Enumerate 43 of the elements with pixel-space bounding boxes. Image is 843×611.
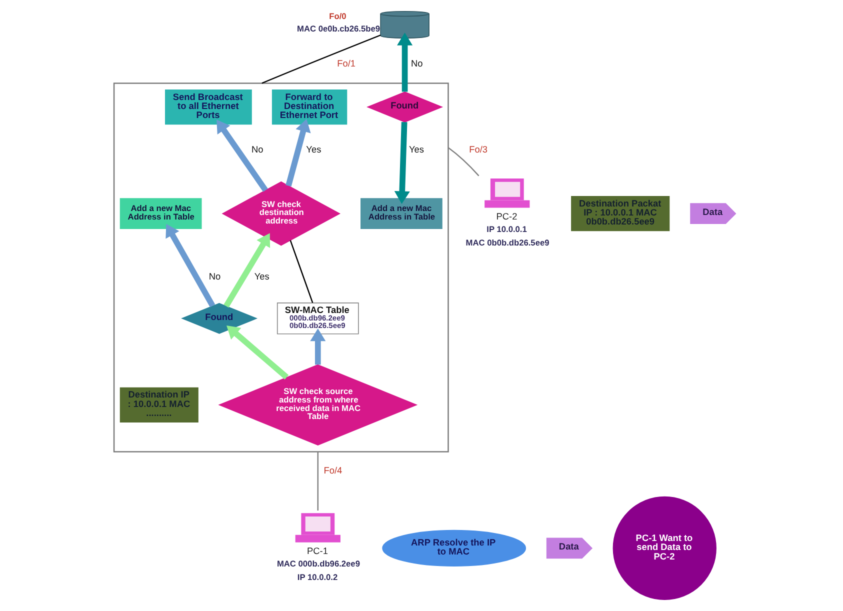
node-label: PC-1 — [307, 546, 328, 556]
node-label: IP 10.0.0.2 — [297, 572, 338, 582]
cluster — [113, 82, 449, 452]
node-circle: PC-1 Want to send Data to PC-2 — [612, 496, 716, 600]
node-box: SW-MAC Table 000b.db96.2ee9 0b0b.db26.5ee9 — [276, 302, 359, 334]
edge-label: No — [208, 271, 221, 282]
node-box: Destination Packat IP : 10.0.0.1 MAC 0b0b.db26.5ee9 — [571, 196, 670, 232]
node-box: Forward to Destination Ethernet Port — [272, 90, 348, 125]
node-label: MAC 000b.db96.2ee9 — [276, 558, 360, 569]
connector — [448, 147, 480, 176]
node-box: Send Broadcast to all Ethernet Ports — [165, 90, 252, 125]
node-box: Add a new Mac Address in Table — [120, 198, 202, 230]
node-box: Add a new Mac Address in Table — [360, 198, 442, 230]
arrow — [226, 325, 289, 380]
node-label: MAC 0e0b.cb26.5be9 — [297, 23, 380, 34]
arrow — [166, 224, 216, 308]
node-label: PC-2 — [496, 211, 518, 222]
edge-label: No — [251, 144, 264, 154]
node-diamond: SW check destination address — [222, 181, 340, 246]
node-label: IP 10.0.0.1 — [486, 224, 527, 234]
connector — [262, 34, 381, 84]
node-diamond: Found — [366, 92, 444, 123]
arrow — [286, 118, 311, 186]
edge-label: No — [411, 58, 423, 68]
arrow — [224, 233, 270, 308]
node-label: MAC 0b0b.db26.5ee9 — [466, 237, 550, 248]
edge-label: Fo/1 — [337, 58, 356, 68]
connector — [317, 452, 319, 511]
edge-label: Yes — [254, 271, 270, 282]
connector — [290, 240, 314, 304]
edge-label: Fo/4 — [324, 465, 342, 476]
arrow — [216, 120, 268, 192]
edge-label: Yes — [408, 144, 424, 154]
edge-label: Fo/3 — [469, 144, 488, 154]
node-box: Destination IP : 10.0.0.1 MAC .......... — [120, 387, 198, 422]
edge-label: Yes — [306, 144, 322, 154]
arrow — [394, 122, 410, 204]
node-ellipse: ARP Resolve the IP to MAC — [382, 530, 526, 567]
node-diamond: Found — [181, 302, 258, 334]
node-diamond: SW check source address from where received data in MAC Table — [218, 364, 418, 446]
arrow — [397, 32, 413, 92]
arrow — [310, 328, 326, 365]
node-label: Fo/0 — [329, 10, 346, 21]
